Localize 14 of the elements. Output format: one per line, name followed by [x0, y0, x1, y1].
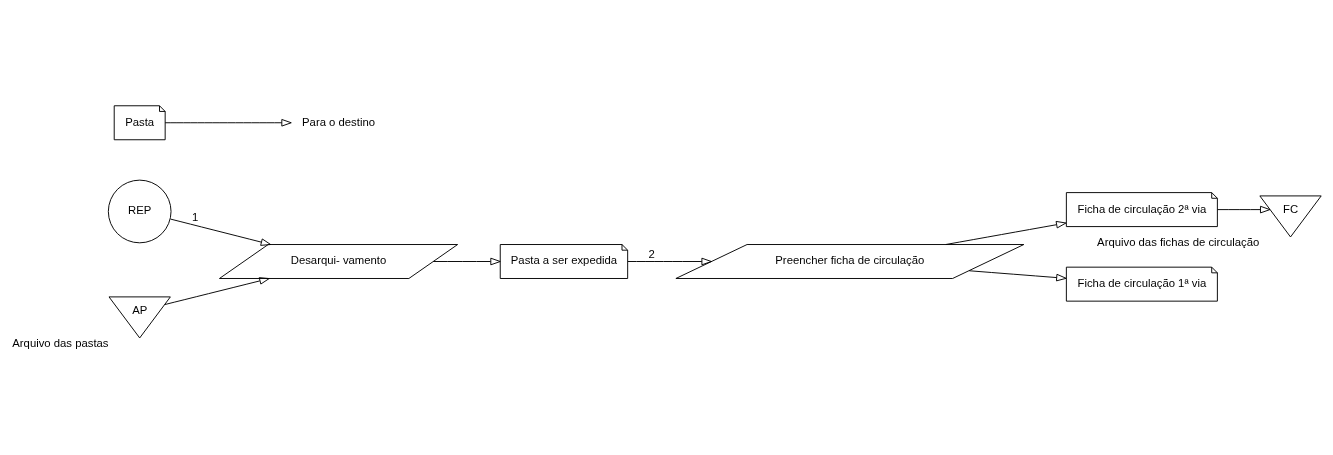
arrow — [432, 257, 501, 265]
arrow — [1217, 205, 1271, 213]
node-text: Para o destino — [302, 115, 376, 128]
node-circle: REP — [107, 179, 172, 243]
arrow — [164, 118, 292, 127]
arrow — [968, 269, 1067, 281]
edge-label: 2 — [648, 247, 655, 260]
node-label: Arquivo das pastas — [12, 336, 109, 349]
arrow — [945, 220, 1067, 245]
arrow — [627, 257, 712, 265]
node-label: Arquivo das fichas de circulação — [1097, 235, 1260, 248]
arrow — [164, 276, 270, 305]
edge-label: 1 — [192, 210, 199, 223]
arrow — [170, 218, 272, 246]
